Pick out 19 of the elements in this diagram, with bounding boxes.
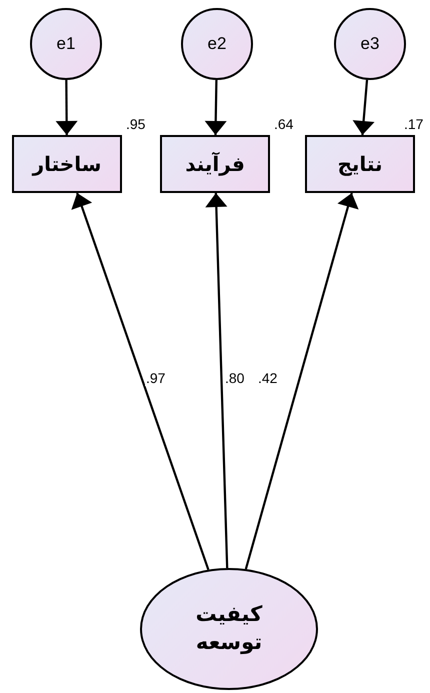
arrow: [352, 80, 375, 136]
error-circle: e3: [334, 8, 406, 80]
arrow: [205, 192, 228, 568]
variable-box: نتایج: [305, 135, 415, 193]
estimate-label: .64: [274, 116, 294, 132]
estimate-label: .95: [126, 116, 146, 132]
variable-box: ساختار: [12, 135, 122, 193]
variable-box: فرآیند: [160, 135, 270, 193]
error-circle: e2: [181, 8, 253, 80]
edge-label: .97: [145, 370, 166, 386]
estimate-label: .17: [404, 116, 424, 132]
arrow: [56, 80, 78, 136]
arrow: [71, 192, 210, 570]
error-circle: e1: [30, 8, 102, 80]
arrow: [204, 80, 227, 136]
arrow: [244, 192, 359, 570]
latent-ellipse: کیفیت توسعه: [140, 568, 318, 690]
edge-label: .80: [224, 370, 246, 386]
edge-label: .42: [257, 370, 278, 386]
